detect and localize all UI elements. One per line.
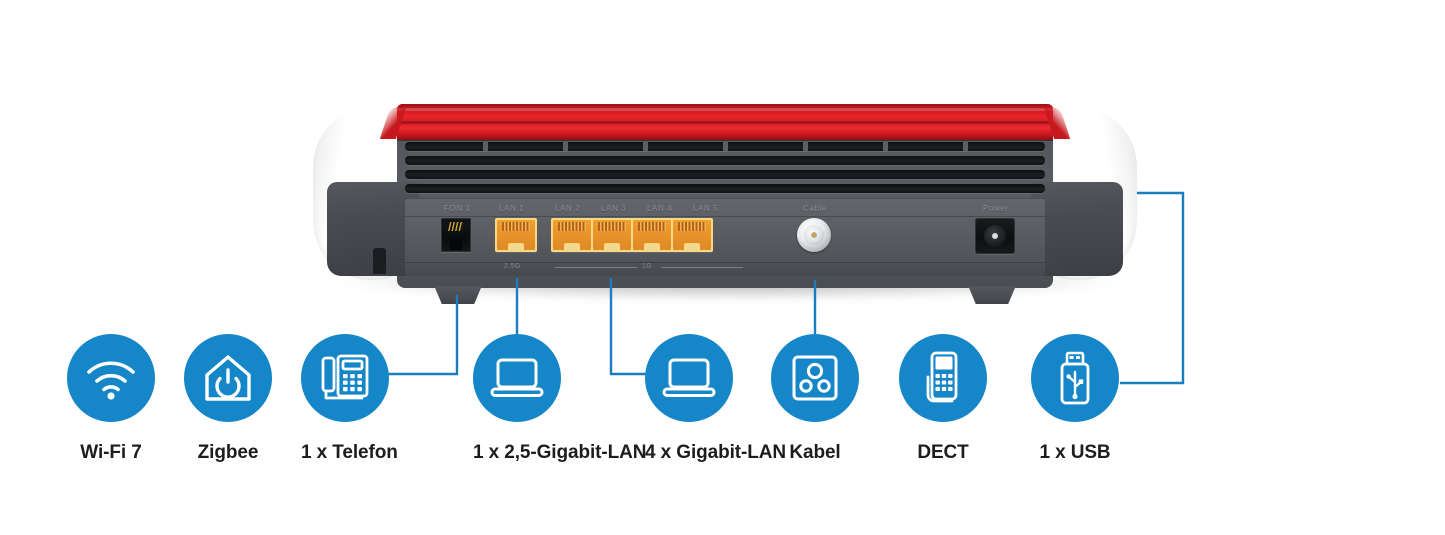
feature-lan-1g[interactable]: 4 x Gigabit-LAN [645, 334, 787, 464]
feature-circle [771, 334, 859, 422]
feature-circle [899, 334, 987, 422]
feature-label: 1 x Telefon [301, 442, 398, 463]
port-label-lan3: LAN 3 [601, 204, 627, 213]
feature-lan-25g[interactable]: 1 x 2,5-Gigabit-LAN [473, 334, 647, 464]
port-cable-coax [797, 218, 831, 252]
port-group-lan1 [495, 218, 537, 252]
laptop-icon [490, 358, 544, 397]
feature-label: Kabel [789, 442, 841, 463]
feature-circle [1031, 334, 1119, 422]
port-fon1 [441, 218, 471, 252]
feature-label: 1 x USB [1039, 442, 1111, 463]
feature-kabel[interactable]: Kabel [771, 334, 859, 464]
speed-label-lan1: 2,5G [504, 263, 521, 270]
feature-label: DECT [917, 442, 969, 463]
port-label-cable: Cable [803, 204, 827, 213]
router-right-side-panel [1031, 182, 1123, 276]
port-label-lan1: LAN 1 [499, 204, 525, 213]
vent-row [405, 142, 1045, 151]
vent-row [405, 170, 1045, 179]
speed-rule-left [555, 267, 637, 268]
port-group-lan2345 [551, 218, 713, 252]
feature-label: Zigbee [197, 442, 259, 463]
router-port-panel: FON 1 LAN 1 LAN 2 LAN 3 LAN 4 LAN 5 Cabl… [405, 198, 1045, 276]
usb-stick-icon [1060, 351, 1090, 405]
laptop-icon [662, 358, 716, 397]
wifi-icon [87, 361, 135, 400]
smart-home-power-icon [205, 355, 251, 401]
feature-label: 1 x 2,5-Gigabit-LAN [473, 442, 647, 463]
router-vents [405, 142, 1045, 194]
feature-circle [67, 334, 155, 422]
vent-row [405, 184, 1045, 193]
desk-phone-icon [321, 354, 369, 400]
router-foot-left [434, 286, 482, 304]
cordless-handset-icon [926, 351, 958, 403]
feature-circle [473, 334, 561, 422]
speed-rule-right [661, 267, 743, 268]
port-label-lan4: LAN 4 [647, 204, 673, 213]
port-label-lan5: LAN 5 [693, 204, 719, 213]
port-label-fon1: FON 1 [444, 204, 471, 213]
port-lan5 [673, 220, 711, 250]
port-label-power: Power [983, 204, 1009, 213]
port-label-lan2: LAN 2 [555, 204, 581, 213]
feature-label: 4 x Gigabit-LAN [645, 442, 787, 463]
vent-row [405, 156, 1045, 165]
port-lan3 [593, 220, 631, 250]
port-power-jack [975, 218, 1015, 254]
feature-dect[interactable]: DECT [899, 334, 987, 464]
port-lan4 [633, 220, 671, 250]
feature-circle [184, 334, 272, 422]
feature-circle [301, 334, 389, 422]
router-top-red-strip [397, 104, 1053, 140]
feature-wifi[interactable]: Wi-Fi 7 [67, 334, 155, 464]
feature-circle [645, 334, 733, 422]
feature-usb[interactable]: 1 x USB [1031, 334, 1119, 464]
port-lan1 [497, 220, 535, 250]
connector-fon1 [388, 295, 459, 376]
router-foot-right [968, 286, 1016, 304]
port-lan2 [553, 220, 591, 250]
cable-wall-socket-icon [792, 355, 838, 401]
fon1-pins [448, 222, 464, 231]
feature-telefon[interactable]: 1 x Telefon [301, 334, 398, 464]
feature-zigbee[interactable]: Zigbee [184, 334, 272, 464]
feature-label: Wi-Fi 7 [80, 442, 142, 463]
router-left-side-panel [327, 182, 419, 276]
router-device: FON 1 LAN 1 LAN 2 LAN 3 LAN 4 LAN 5 Cabl… [313, 98, 1137, 304]
speed-label-lan2345: 1G [642, 263, 653, 270]
